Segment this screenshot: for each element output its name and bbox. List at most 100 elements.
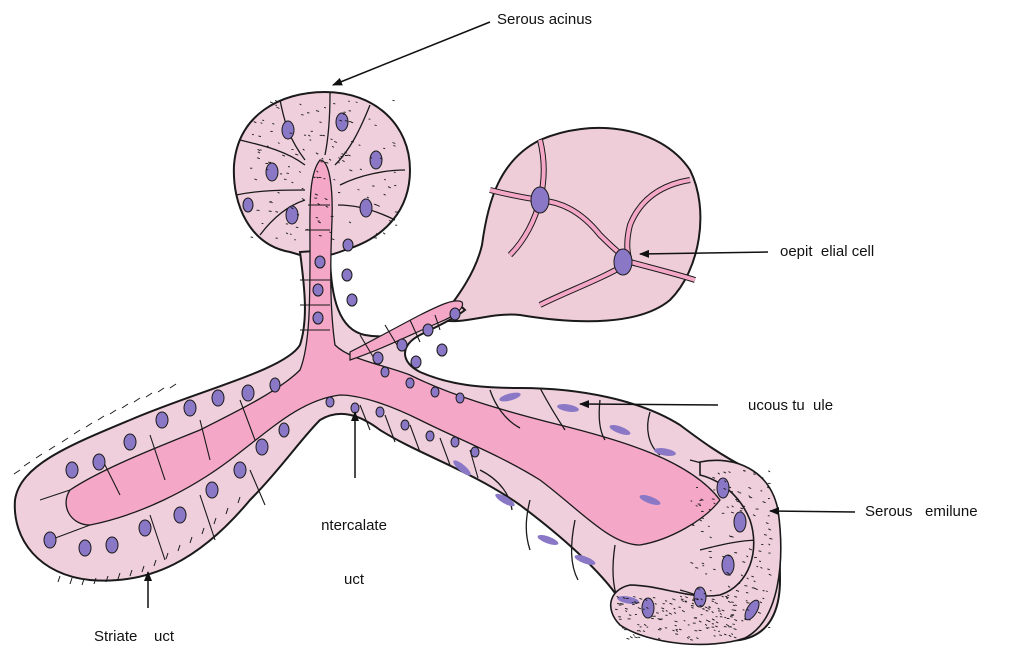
nucleus — [270, 378, 280, 392]
nucleus — [722, 555, 734, 575]
nucleus — [397, 339, 407, 351]
nucleus — [206, 482, 218, 498]
nucleus — [243, 198, 253, 212]
granule — [708, 526, 710, 527]
granule — [629, 615, 631, 616]
granule — [270, 102, 273, 103]
granule — [356, 102, 358, 103]
nucleus — [313, 312, 323, 324]
granule — [329, 232, 331, 233]
nucleus — [734, 512, 746, 532]
nucleus — [351, 403, 359, 413]
granule — [681, 599, 684, 600]
granule — [319, 235, 322, 236]
granule — [633, 635, 635, 636]
granule — [714, 630, 716, 631]
granule — [358, 190, 360, 191]
granule — [708, 621, 710, 622]
nucleus — [347, 294, 357, 306]
nucleus — [370, 151, 382, 169]
granule — [766, 591, 768, 592]
nucleus — [694, 587, 706, 607]
granule — [334, 179, 336, 180]
nucleus — [437, 344, 447, 356]
nucleus — [450, 308, 460, 320]
nucleus — [124, 434, 136, 450]
granule — [627, 638, 630, 639]
nucleus — [266, 163, 278, 181]
granule — [730, 617, 733, 618]
nucleus — [234, 462, 246, 478]
label-myoepithelial-cell: oepit elial cell — [780, 243, 874, 261]
nucleus — [431, 387, 439, 397]
nucleus — [139, 520, 151, 536]
granule — [703, 609, 705, 610]
granule — [691, 606, 694, 607]
nucleus — [156, 412, 168, 428]
nucleus — [373, 352, 383, 364]
nucleus — [106, 537, 118, 553]
nucleus — [451, 437, 459, 447]
nucleus — [423, 324, 433, 336]
label-serous-demilune: Serous emilune — [865, 503, 978, 521]
granule — [333, 103, 335, 104]
nucleus — [174, 507, 186, 523]
nucleus — [342, 269, 352, 281]
nucleus — [286, 206, 298, 224]
granule — [637, 624, 639, 625]
granule — [262, 120, 264, 121]
granule — [296, 227, 299, 228]
granule — [635, 603, 638, 604]
granule — [753, 474, 755, 475]
nucleus — [212, 390, 224, 406]
label-intercalated-duct-line1: ntercalate — [304, 517, 404, 535]
granule — [656, 613, 659, 614]
granule — [316, 217, 318, 218]
nucleus — [426, 431, 434, 441]
granule — [706, 611, 709, 612]
nucleus — [717, 478, 729, 498]
nucleus — [411, 356, 421, 368]
nucleus — [360, 199, 372, 217]
label-mucous-tubule: ucous tu ule — [748, 397, 833, 415]
nucleus — [66, 462, 78, 478]
granule — [252, 134, 254, 135]
nucleus — [381, 367, 389, 377]
granule — [734, 553, 737, 554]
nucleus — [471, 447, 479, 457]
nucleus — [184, 400, 196, 416]
granule — [708, 607, 710, 608]
nucleus — [79, 540, 91, 556]
granule — [351, 141, 354, 142]
nucleus — [376, 407, 384, 417]
nucleus — [406, 378, 414, 388]
granule — [688, 625, 690, 626]
nucleus — [279, 423, 289, 437]
granule — [290, 234, 292, 235]
label-serous-acinus: Serous acinus — [497, 11, 592, 29]
granule — [343, 114, 345, 115]
granule — [302, 188, 304, 189]
nucleus — [44, 532, 56, 548]
granule — [676, 629, 678, 630]
granule — [319, 122, 321, 123]
nucleus — [315, 256, 325, 268]
label-striated-duct: Striate uct — [94, 628, 174, 646]
granule — [313, 177, 316, 178]
mucous-acinus-top — [440, 128, 700, 321]
granule — [662, 611, 664, 612]
granule — [632, 602, 634, 603]
nucleus — [343, 239, 353, 251]
granule — [695, 568, 698, 569]
granule — [744, 586, 747, 587]
nucleus — [242, 385, 254, 401]
granule — [394, 172, 396, 173]
granule — [375, 125, 377, 126]
granule — [690, 640, 693, 641]
nucleus — [326, 397, 334, 407]
granule — [675, 634, 678, 635]
granule — [638, 637, 641, 638]
nucleus — [256, 439, 268, 455]
granule — [733, 610, 736, 611]
